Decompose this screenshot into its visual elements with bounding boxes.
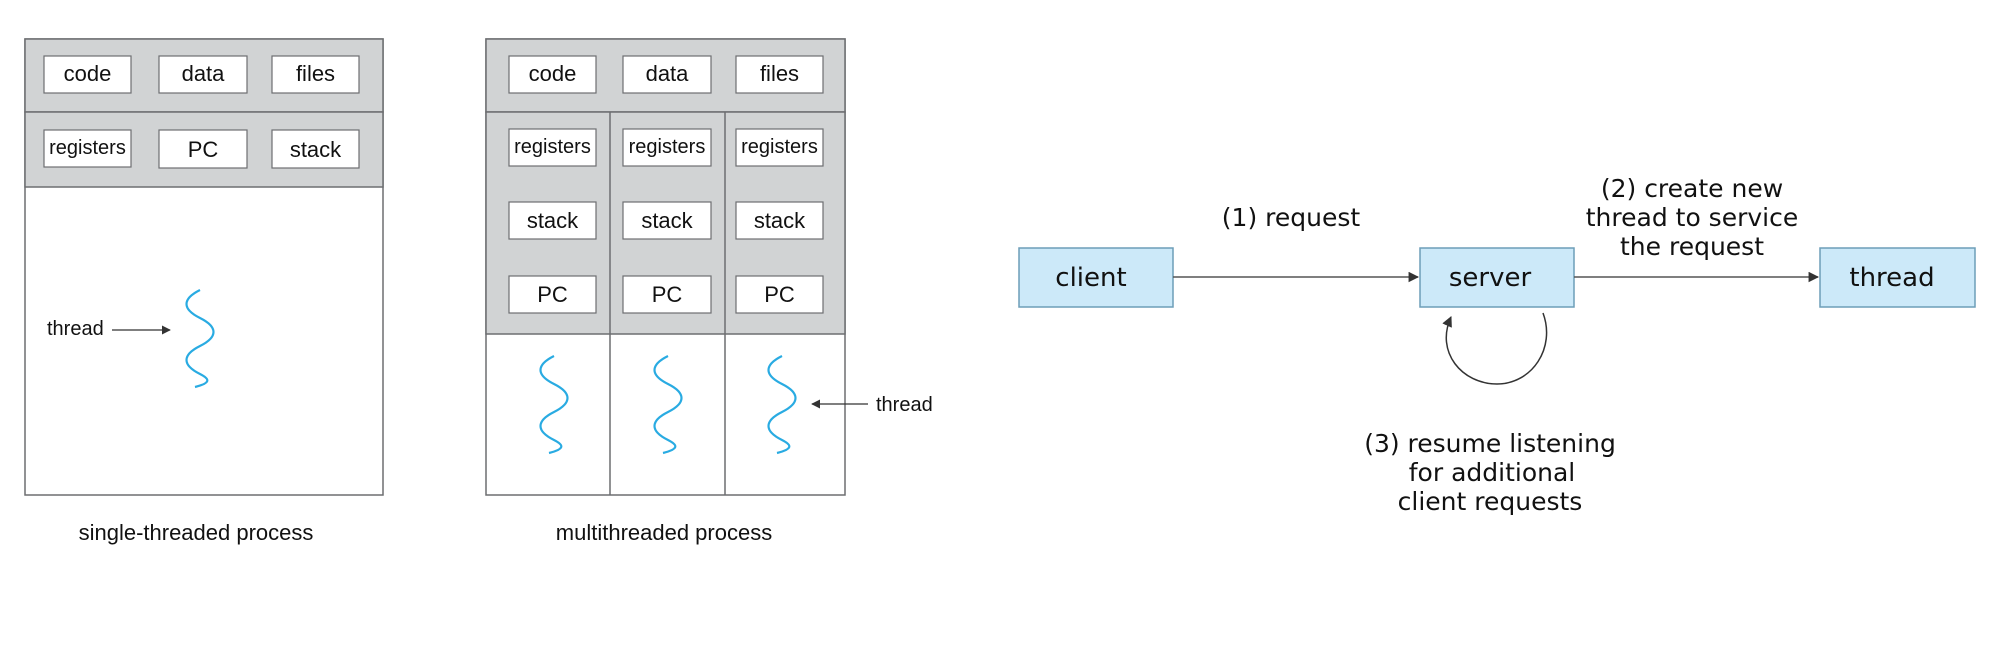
step2-line3: the request bbox=[1620, 232, 1764, 261]
single-code-label: code bbox=[64, 61, 112, 86]
step2-line1: (2) create new bbox=[1601, 174, 1783, 203]
single-registers-box bbox=[43, 129, 132, 168]
step1-label: (1) request bbox=[1222, 203, 1361, 232]
multi-data-box bbox=[622, 55, 712, 94]
multi-registers-box bbox=[735, 128, 824, 167]
multi-thread-wave-icon bbox=[653, 355, 683, 455]
client-node-label: client bbox=[1055, 263, 1126, 293]
single-files-label: files bbox=[296, 61, 335, 86]
single-thread-label: thread bbox=[47, 318, 104, 340]
multi-thread-label: thread bbox=[876, 394, 933, 416]
multi-thread-wave-icon bbox=[767, 355, 797, 455]
multi-pc-box bbox=[622, 275, 712, 314]
step3-line3: client requests bbox=[1398, 487, 1583, 516]
thread-node bbox=[1819, 247, 1976, 308]
single-data-box bbox=[158, 55, 248, 94]
multi-code-label: code bbox=[529, 61, 577, 86]
single-pc-label: PC bbox=[188, 137, 219, 162]
multi-pc-label: PC bbox=[537, 282, 568, 307]
multi-stack-box bbox=[622, 201, 712, 240]
multi-thread-wave-icon bbox=[539, 355, 569, 455]
multi-files-box bbox=[735, 55, 824, 94]
server-node bbox=[1419, 247, 1575, 308]
multi-pc-label: PC bbox=[652, 282, 683, 307]
multi-registers-label: registers bbox=[629, 136, 706, 158]
server-thread-flow: client server thread (1) request (2) cre… bbox=[1018, 174, 1976, 516]
multi-registers-box bbox=[622, 128, 712, 167]
single-pc-box bbox=[158, 129, 248, 169]
client-node bbox=[1018, 247, 1174, 308]
step2-line2: thread to service bbox=[1586, 203, 1799, 232]
multi-stack-box bbox=[735, 201, 824, 240]
multi-stack-label: stack bbox=[754, 208, 806, 233]
single-registers-label: registers bbox=[49, 137, 126, 159]
multi-stack-label: stack bbox=[641, 208, 693, 233]
multi-registers-label: registers bbox=[741, 136, 818, 158]
step3-line1: (3) resume listening bbox=[1364, 429, 1616, 458]
single-files-box bbox=[271, 55, 360, 94]
step3-line2: for additional bbox=[1409, 458, 1575, 487]
multi-pc-box bbox=[508, 275, 597, 314]
multi-pc-label: PC bbox=[764, 282, 795, 307]
single-data-label: data bbox=[182, 61, 226, 86]
multi-registers-box bbox=[508, 128, 597, 167]
multi-stack-label: stack bbox=[527, 208, 579, 233]
server-node-label: server bbox=[1449, 263, 1532, 293]
multithreaded-process: code data files registers stack PC regis… bbox=[485, 38, 933, 545]
single-thread-wave-icon bbox=[185, 289, 215, 389]
single-process-caption: single-threaded process bbox=[79, 520, 314, 545]
multi-files-label: files bbox=[760, 61, 799, 86]
resume-listening-loop-arrow bbox=[1442, 312, 1548, 385]
multi-registers-label: registers bbox=[514, 136, 591, 158]
thread-node-label: thread bbox=[1849, 263, 1934, 293]
multi-pc-box bbox=[735, 275, 824, 314]
single-code-box bbox=[43, 55, 132, 94]
multi-stack-box bbox=[508, 201, 597, 240]
multi-data-label: data bbox=[646, 61, 690, 86]
single-stack-label: stack bbox=[290, 137, 342, 162]
single-stack-box bbox=[271, 129, 360, 169]
single-threaded-process: code data files registers PC stack threa… bbox=[24, 38, 384, 545]
multi-code-box bbox=[508, 55, 597, 94]
multi-process-caption: multithreaded process bbox=[556, 520, 772, 545]
